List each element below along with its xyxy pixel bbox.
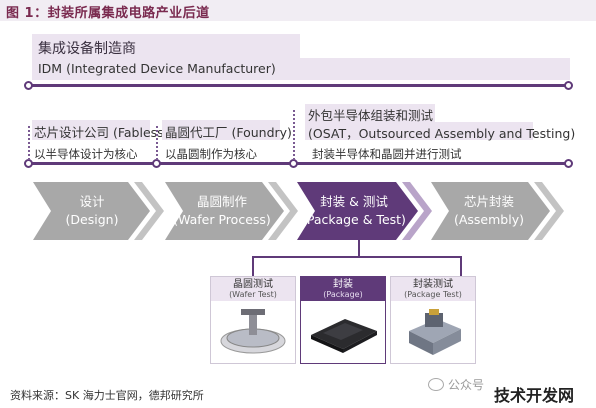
process-flow [33, 182, 564, 240]
package-tester-icon [409, 309, 461, 355]
stage-package-zh: 封装 & 测试 [320, 194, 388, 209]
idm-end-dot [564, 81, 573, 90]
foundry-band [162, 120, 280, 140]
stage-design-en: (Design) [65, 212, 119, 227]
stage-assembly-chevron [431, 182, 550, 240]
package-en: (Package) [323, 290, 363, 299]
stage-design-chevron [33, 182, 150, 240]
osat-name-line2: (OSAT，Outsourced Assembly and Testing) [308, 126, 576, 141]
connector-left-drop [252, 256, 254, 276]
idm-start-dot [24, 81, 33, 90]
idm-band [32, 34, 300, 58]
idm-timeline [28, 84, 568, 87]
foundry-name: 晶圆代工厂 (Foundry) [165, 125, 292, 140]
group-timeline [28, 162, 568, 165]
osat-core: 封装半导体和晶圆并进行测试 [312, 147, 462, 161]
watermark-site: 技术开发网 [494, 386, 575, 405]
package-test-en: (Package Test) [404, 290, 462, 299]
package-test-box: 封装测试 (Package Test) [390, 276, 476, 364]
connector-horizontal [252, 256, 462, 258]
wafer-test-zh: 晶圆测试 [233, 279, 273, 290]
title-bar [0, 0, 596, 21]
stage-package-label: 封装 & 测试 (Package & Test) [300, 193, 408, 229]
timeline-dot-3 [289, 159, 298, 168]
timeline-dot-1 [24, 159, 33, 168]
stage-wafer-zh: 晶圆制作 [196, 194, 247, 209]
chip-package-icon [311, 319, 377, 353]
stage-assembly-tail [534, 182, 564, 240]
package-header: 封装 (Package) [301, 277, 385, 301]
stage-wafer-en: (Wafer Process) [173, 212, 271, 227]
timeline-tick-3 [293, 110, 295, 160]
stage-design-label: 设计 (Design) [52, 193, 132, 229]
osat-band-1 [305, 104, 435, 122]
package-zh: 封装 [333, 279, 353, 290]
stage-assembly-label: 芯片封装 (Assembly) [444, 193, 534, 229]
foundry-core: 以晶圆制作为核心 [165, 147, 257, 161]
idm-subtitle: IDM (Integrated Device Manufacturer) [38, 61, 276, 76]
stage-design-zh: 设计 [79, 194, 105, 209]
idm-subtitle-band [32, 58, 570, 80]
timeline-dot-2 [152, 159, 161, 168]
connector-vertical [358, 240, 360, 256]
fabless-core: 以半导体设计为核心 [34, 147, 138, 161]
idm-title: 集成设备制造商 [38, 41, 136, 57]
stage-assembly-zh: 芯片封装 [463, 194, 514, 209]
source-note: 资料来源：SK 海力士官网，德邦研究所 [10, 389, 204, 402]
wafer-test-box: 晶圆测试 (Wafer Test) [210, 276, 296, 364]
stage-wafer-tail [268, 182, 298, 240]
osat-band-2 [305, 122, 533, 140]
stage-package-tail [402, 182, 432, 240]
stage-design-tail [134, 182, 164, 240]
package-test-header: 封装测试 (Package Test) [391, 277, 475, 301]
figure-title: 图 1：封装所属集成电路产业后道 [6, 6, 210, 21]
connector-right-drop [460, 256, 462, 276]
timeline-tick-2 [156, 126, 158, 160]
wafer-test-en: (Wafer Test) [229, 290, 277, 299]
fabless-name: 芯片设计公司 (Fabless) [34, 125, 169, 140]
wafer-tester-icon [220, 309, 286, 354]
stage-assembly-en: (Assembly) [453, 212, 524, 227]
stage-package-en: (Package & Test) [302, 212, 406, 227]
stage-wafer-label: 晶圆制作 (Wafer Process) [172, 193, 272, 229]
package-box: 封装 (Package) [300, 276, 386, 364]
watermark: 公众号 技术开发网 [428, 372, 594, 406]
fabless-band [32, 120, 150, 140]
timeline-dot-4 [564, 159, 573, 168]
osat-name-line1: 外包半导体组装和测试 [308, 108, 434, 123]
package-test-zh: 封装测试 [413, 279, 453, 290]
wafer-test-header: 晶圆测试 (Wafer Test) [211, 277, 295, 301]
watermark-account: 公众号 [448, 378, 485, 392]
wechat-icon [428, 378, 444, 391]
stage-wafer-chevron [165, 182, 284, 240]
timeline-tick-1 [28, 126, 30, 160]
stage-package-chevron [297, 182, 418, 240]
